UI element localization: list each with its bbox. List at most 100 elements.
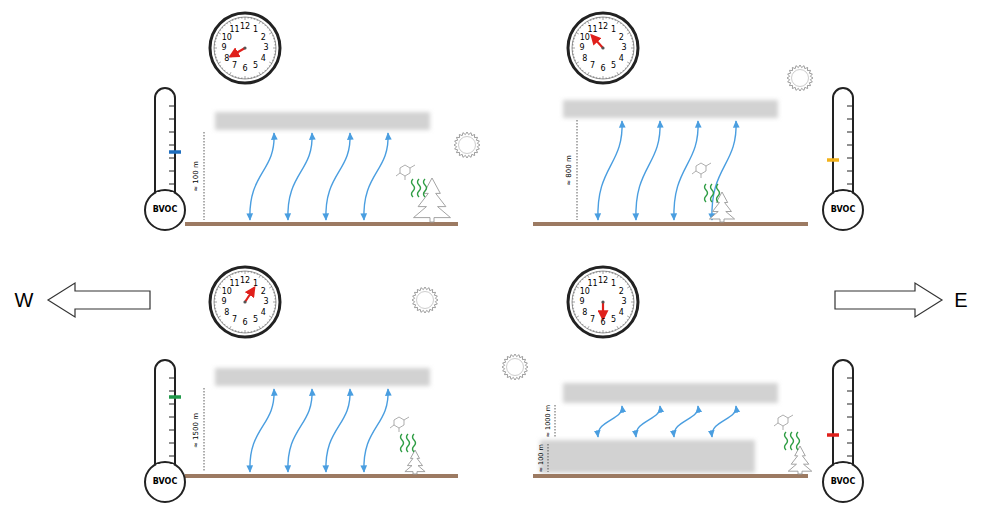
mixing-arrow	[674, 121, 698, 220]
clock-number: 9	[579, 298, 584, 306]
bulb-label: BVOC	[831, 206, 856, 214]
emission-wave	[785, 432, 788, 450]
clock-hand	[602, 302, 604, 319]
sun	[459, 137, 476, 154]
height-label: ≈ 800 m	[566, 155, 573, 186]
height-line	[548, 444, 549, 472]
mixing-arrow	[636, 121, 660, 220]
clock-number: 10	[580, 34, 590, 42]
temperature-mark	[827, 158, 839, 162]
clock-number: 2	[261, 34, 266, 42]
clock-hand	[592, 35, 603, 48]
ground	[185, 222, 458, 226]
tree	[405, 450, 425, 474]
thermometer	[145, 360, 185, 502]
clock-number: 7	[590, 316, 595, 324]
clock-number: 2	[619, 34, 624, 42]
clock-number: 8	[582, 309, 587, 317]
thermometer-bulb: BVOC	[145, 190, 185, 230]
height-line	[555, 405, 556, 438]
clock-number: 6	[242, 65, 247, 73]
temperature-mark	[827, 433, 839, 437]
sun	[507, 359, 524, 376]
height-line	[204, 388, 205, 472]
clock-face	[210, 267, 280, 337]
clock-number: 4	[261, 55, 266, 63]
bulb-label: BVOC	[153, 478, 178, 486]
ground	[185, 474, 458, 478]
clock-hand	[245, 288, 254, 302]
mixing-arrow	[364, 389, 388, 472]
clock-number: 12	[598, 23, 608, 31]
height-label: ≈ 1000 m	[545, 405, 552, 437]
clock-number: 5	[611, 62, 616, 70]
thermometer	[145, 88, 185, 230]
boundary-layer-top	[215, 112, 430, 130]
clock-number: 11	[229, 280, 239, 288]
direction-label: W	[15, 290, 34, 310]
emission-wave	[418, 179, 421, 197]
emission-wave	[797, 432, 800, 450]
mixing-arrow	[326, 389, 350, 472]
west-arrow	[48, 283, 150, 317]
clock-number: 3	[263, 44, 268, 52]
molecule	[396, 165, 415, 180]
height-line	[577, 120, 578, 220]
clock-number: 10	[580, 288, 590, 296]
emission-wave	[711, 184, 714, 202]
clock-number: 1	[253, 280, 258, 288]
mixing-layer-band	[540, 440, 755, 473]
clock: 121234567891011	[210, 13, 280, 83]
clock: 121234567891011	[568, 13, 638, 83]
direction-label: E	[954, 290, 967, 310]
east-arrow	[835, 283, 942, 317]
clock: 121234567891011	[210, 267, 280, 337]
clock-number: 5	[611, 316, 616, 324]
clock-number: 3	[621, 298, 626, 306]
clock-number: 5	[253, 316, 258, 324]
clock-number: 7	[232, 316, 237, 324]
clock-number: 11	[229, 26, 239, 34]
sun	[792, 70, 809, 87]
ground	[533, 222, 808, 226]
clock-number: 10	[222, 288, 232, 296]
emission-wave	[407, 434, 410, 452]
temperature-mark	[169, 150, 181, 154]
emission-wave	[401, 434, 404, 452]
sun	[412, 287, 438, 313]
clock-number: 12	[598, 277, 608, 285]
sun	[787, 65, 813, 91]
clock-number: 9	[579, 44, 584, 52]
clock-number: 6	[600, 319, 605, 327]
thermometer-bulb: BVOC	[823, 462, 863, 502]
clock-hand	[230, 48, 245, 57]
clock-number: 8	[224, 55, 229, 63]
clock-number: 11	[587, 280, 597, 288]
sun	[502, 354, 528, 380]
clock-number: 7	[590, 62, 595, 70]
thermometer-bulb: BVOC	[823, 190, 863, 230]
tree	[709, 192, 734, 222]
clock-number: 9	[221, 44, 226, 52]
clock-number: 6	[242, 319, 247, 327]
clock-number: 12	[240, 277, 250, 285]
clock-number: 8	[224, 309, 229, 317]
clock-number: 8	[582, 55, 587, 63]
clock-number: 5	[253, 62, 258, 70]
clock-number: 4	[619, 309, 624, 317]
bulb-label: BVOC	[831, 478, 856, 486]
clock-number: 4	[619, 55, 624, 63]
tree	[414, 178, 451, 222]
clock-face	[568, 267, 638, 337]
thermometer-bulb: BVOC	[145, 462, 185, 502]
temperature-mark	[169, 395, 181, 399]
panel	[185, 287, 458, 478]
clock-number: 2	[261, 288, 266, 296]
mixing-arrow	[674, 406, 698, 437]
clock-number: 1	[611, 280, 616, 288]
clock-number: 7	[232, 62, 237, 70]
panel	[502, 354, 812, 478]
emission-wave	[412, 179, 415, 197]
clock-number: 2	[619, 288, 624, 296]
